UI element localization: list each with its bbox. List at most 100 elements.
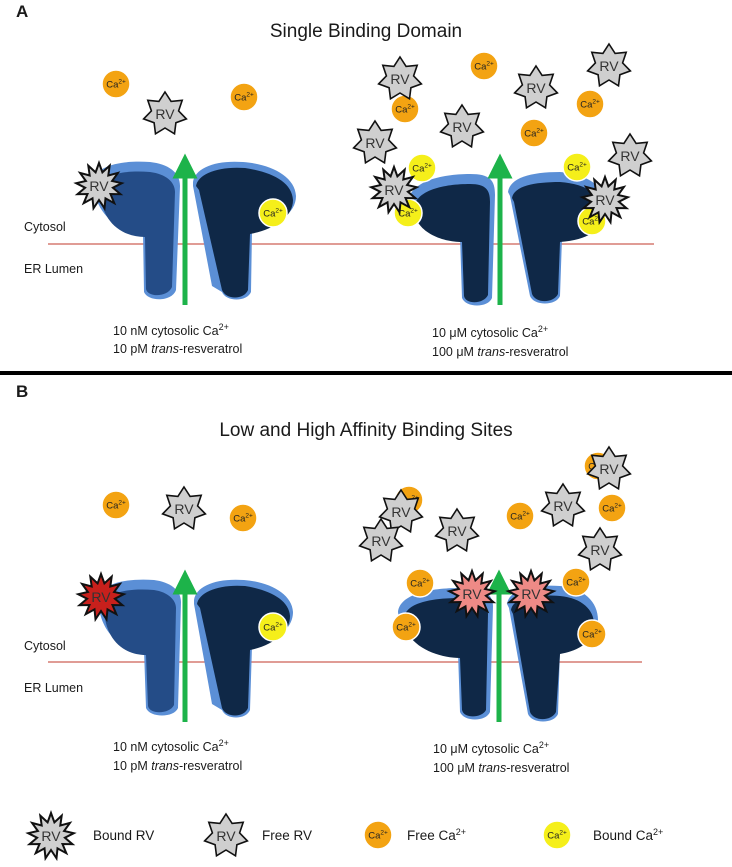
svg-text:RV: RV [41, 828, 61, 844]
svg-text:RV: RV [89, 178, 109, 194]
svg-text:RV: RV [595, 192, 615, 208]
free-calcium-ion: Ca2+ [228, 503, 258, 533]
bound-calcium-ion: Ca2+ [258, 612, 288, 642]
ip3r-channel-inhibited [398, 569, 598, 722]
free-resveratrol-molecule: RV [577, 526, 623, 572]
bound-calcium-ions: Ca2+ [258, 612, 288, 642]
free-resveratrol-molecule: RV [513, 64, 559, 110]
free-calcium-ion: Ca2+ [577, 619, 607, 649]
bound-calcium-ion: Ca2+ [562, 152, 592, 182]
svg-text:RV: RV [365, 135, 385, 151]
legend-bound-rv-label: Bound RV [93, 828, 154, 843]
bound-resveratrol-molecule: RV [73, 160, 125, 212]
legend-free-ca-symbol: Ca2+ [363, 820, 393, 850]
free-calcium-ion: Ca2+ [505, 501, 535, 531]
free-calcium-ion: Ca2+ [561, 567, 591, 597]
svg-text:RV: RV [452, 119, 472, 135]
free-resveratrol-molecule: RV [586, 42, 632, 88]
svg-text:RV: RV [599, 461, 619, 477]
condition-low-resveratrol: 10 pM trans-resveratrol [113, 759, 242, 773]
ip3r-channel-open [408, 153, 608, 306]
svg-text:RV: RV [390, 71, 410, 87]
free-resveratrol-molecule: RV [586, 445, 632, 491]
free-calcium-ion: Ca2+ [390, 94, 420, 124]
legend-free-rv-symbol: RV [203, 812, 249, 858]
svg-text:RV: RV [521, 586, 541, 602]
free-resveratrol-molecule: RV [142, 90, 188, 136]
svg-text:RV: RV [91, 589, 111, 605]
bound-calcium-ion: Ca2+ [258, 198, 288, 228]
bound-calcium-ion: Ca2+ [407, 153, 437, 183]
free-calcium-ion: Ca2+ [405, 568, 435, 598]
svg-text:RV: RV [391, 504, 411, 520]
free-calcium-ion: Ca2+ [101, 69, 131, 99]
free-resveratrol-molecule: RV [358, 517, 404, 563]
svg-text:RV: RV [447, 523, 467, 539]
cytosol-label: Cytosol [24, 220, 66, 234]
condition-high-calcium: 10 μM cytosolic Ca2+ [432, 324, 548, 340]
condition-high-calcium: 10 μM cytosolic Ca2+ [433, 740, 549, 756]
free-calcium-ion: Ca2+ [469, 51, 499, 81]
condition-high-resveratrol: 100 μM trans-resveratrol [433, 761, 569, 775]
bound-resveratrol: RV RV RV [73, 160, 631, 226]
free-calcium-ion: Ca2+ [101, 490, 131, 520]
free-calcium-ion: Ca2+ [575, 89, 605, 119]
panel-label-b: B [16, 382, 28, 401]
legend-free-rv-label: Free RV [262, 828, 312, 843]
free-calcium-ions: Ca2+ Ca2+ Ca2+ Ca2+ Ca2+ Ca2+ [101, 51, 605, 148]
svg-text:RV: RV [174, 501, 194, 517]
bound-resveratrol-molecule: RV [368, 164, 420, 216]
high-affinity-bound-resveratrol: RV [505, 568, 557, 620]
panel-b-title: Low and High Affinity Binding Sites [219, 420, 512, 441]
free-resveratrol-molecule: RV [434, 507, 480, 553]
er-lumen-label: ER Lumen [24, 262, 83, 276]
panel-divider [0, 371, 732, 375]
condition-high-resveratrol: 100 μM trans-resveratrol [432, 345, 568, 359]
svg-text:RV: RV [384, 182, 404, 198]
svg-text:RV: RV [553, 498, 573, 514]
panel-a-title: Single Binding Domain [270, 21, 462, 42]
legend-bound-ca-symbol: Ca2+ [542, 820, 572, 850]
legend-bound-rv-symbol: RV [25, 810, 77, 862]
legend-free-ca-label: Free Ca2+ [407, 827, 466, 843]
free-resveratrol-molecule: RV [161, 485, 207, 531]
high-affinity-bound-resveratrol: RV [446, 568, 498, 620]
svg-text:RV: RV [371, 533, 391, 549]
free-calcium-ion: Ca2+ [597, 493, 627, 523]
free-resveratrol-molecule: RV [378, 488, 424, 534]
free-calcium-ion: Ca2+ [229, 82, 259, 112]
panel-b: B Low and High Affinity Binding Sites Cy… [16, 382, 642, 775]
svg-text:RV: RV [620, 148, 640, 164]
free-resveratrol-molecule: RV [352, 119, 398, 165]
condition-low-calcium: 10 nM cytosolic Ca2+ [113, 322, 229, 338]
svg-text:RV: RV [599, 58, 619, 74]
legend-bound-ca-label: Bound Ca2+ [593, 827, 663, 843]
free-resveratrol-molecule: RV [377, 55, 423, 101]
svg-text:RV: RV [526, 80, 546, 96]
ip3r-channel-resting [98, 569, 293, 722]
bound-resveratrol-molecule: RV [579, 174, 631, 226]
svg-text:RV: RV [462, 586, 482, 602]
free-calcium-ion: Ca2+ [519, 118, 549, 148]
bound-calcium-ions: Ca2+Ca2+Ca2+Ca2+Ca2+ [258, 152, 607, 236]
condition-low-calcium: 10 nM cytosolic Ca2+ [113, 738, 229, 754]
cytosol-label: Cytosol [24, 639, 66, 653]
free-resveratrol-molecule: RV [439, 103, 485, 149]
svg-text:RV: RV [216, 828, 236, 844]
free-calcium-ion: Ca2+ [391, 612, 421, 642]
bound-resveratrol: RV RV RV [75, 568, 557, 623]
svg-text:RV: RV [590, 542, 610, 558]
panel-a: A Single Binding Domain Cytosol ER Lumen… [16, 2, 654, 359]
free-resveratrol: RV RV RV RV RV RV RV [142, 42, 653, 178]
panel-label-a: A [16, 2, 28, 21]
condition-low-resveratrol: 10 pM trans-resveratrol [113, 342, 242, 356]
free-resveratrol-molecule: RV [607, 132, 653, 178]
er-lumen-label: ER Lumen [24, 681, 83, 695]
svg-text:RV: RV [155, 106, 175, 122]
low-affinity-bound-resveratrol: RV [75, 571, 127, 623]
free-resveratrol-molecule: RV [540, 482, 586, 528]
ip3r-channel-resting [93, 153, 296, 305]
